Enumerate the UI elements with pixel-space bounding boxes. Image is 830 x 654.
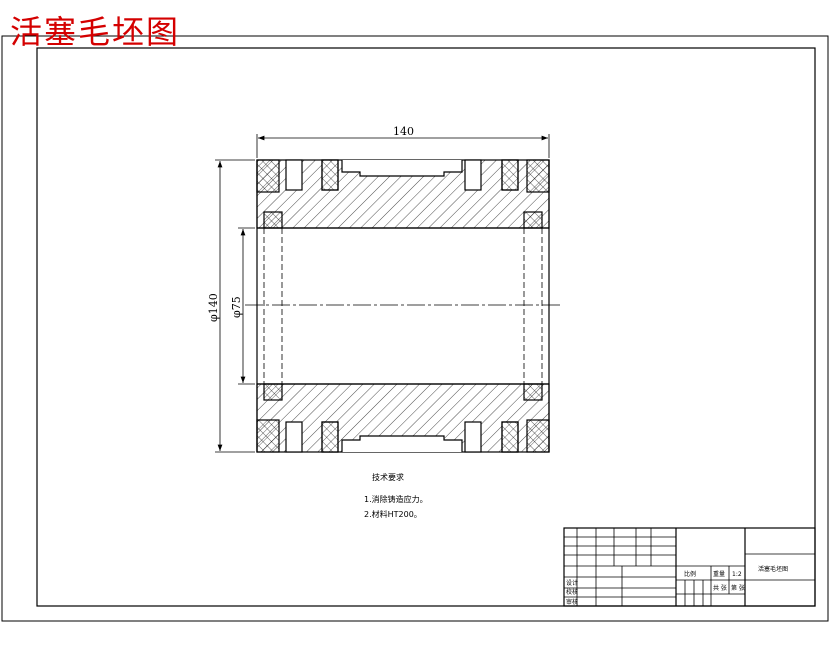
piston-section bbox=[256, 159, 550, 453]
dim-inner-diameter-label: φ75 bbox=[230, 296, 243, 318]
drawing-title: 活塞毛坯图 bbox=[10, 13, 181, 51]
dim-length bbox=[256, 134, 550, 158]
hidden-lines bbox=[263, 228, 543, 384]
inner-frame bbox=[36, 47, 816, 607]
outer-border bbox=[1, 35, 829, 622]
title-block-scale-value: 1:2 bbox=[732, 571, 742, 578]
title-block-check: 校核 bbox=[566, 588, 578, 596]
note-item: 1.消除铸造应力。 bbox=[364, 494, 428, 504]
note-item: 2.材料HT200。 bbox=[364, 509, 422, 519]
title-block-weight: 重量 bbox=[713, 570, 725, 578]
dim-length-label: 140 bbox=[393, 125, 414, 138]
notes-heading: 技术要求 bbox=[372, 472, 404, 482]
title-block-sheet-no: 第 张 bbox=[731, 584, 745, 592]
dim-outer-diameter-label: φ140 bbox=[207, 293, 220, 322]
title-block-part-name: 活塞毛坯图 bbox=[758, 565, 788, 573]
dim-outer-diameter bbox=[215, 159, 255, 453]
title-block bbox=[563, 527, 816, 607]
title-block-approve: 审核 bbox=[566, 598, 578, 606]
dim-inner-diameter bbox=[238, 227, 255, 385]
title-block-scale: 比例 bbox=[684, 570, 696, 578]
title-block-sheets: 共 张 bbox=[713, 584, 727, 592]
title-block-design: 设计 bbox=[566, 579, 578, 587]
